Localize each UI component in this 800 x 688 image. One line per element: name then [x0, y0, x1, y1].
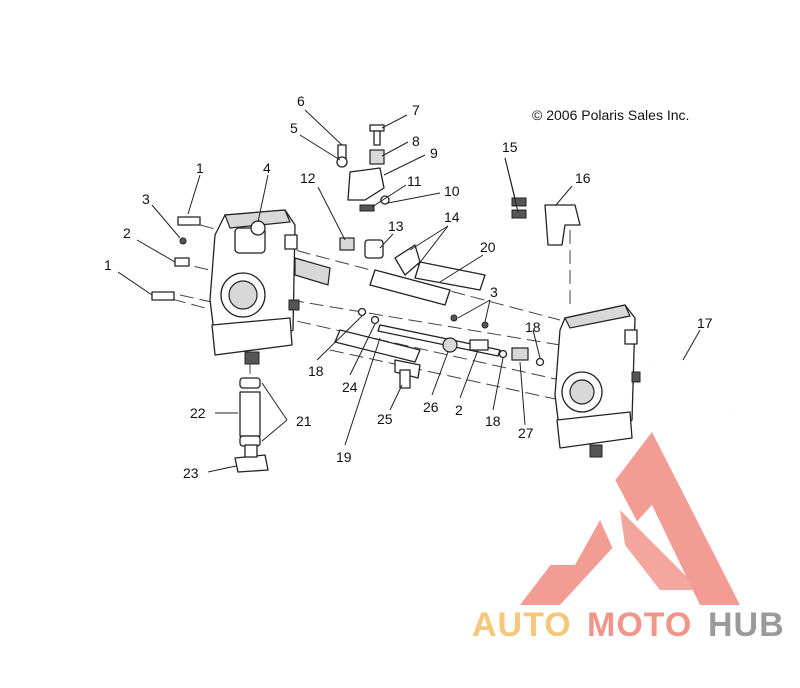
callout-14: 14 — [444, 209, 460, 225]
screw-3b — [450, 314, 458, 322]
screw-1a — [177, 216, 201, 226]
tee-23-stem — [244, 444, 258, 458]
callout-7: 7 — [412, 102, 420, 118]
callout-3: 3 — [490, 284, 498, 300]
screw-3a — [179, 237, 187, 245]
callout-1: 1 — [104, 257, 112, 273]
watermark-moto: MOTO — [587, 606, 692, 644]
clamp-21a — [239, 377, 261, 389]
callout-19: 19 — [336, 449, 352, 465]
clip-18a — [357, 307, 367, 317]
callout-8: 8 — [412, 133, 420, 149]
callout-5: 5 — [290, 120, 298, 136]
shaft-20b — [369, 269, 451, 306]
callout-21: 21 — [296, 413, 312, 429]
callout-13: 13 — [388, 218, 404, 234]
tee-25-stem — [399, 369, 411, 389]
callout-9: 9 — [430, 145, 438, 161]
callout-10: 10 — [444, 183, 460, 199]
left-carburetor — [209, 209, 331, 365]
callout-17: 17 — [697, 315, 713, 331]
clip-18b — [498, 349, 508, 359]
hose-17-inner — [653, 356, 736, 417]
screw-15a — [511, 197, 527, 207]
callout-12: 12 — [300, 170, 316, 186]
clip-18c — [535, 357, 545, 367]
callout-18: 18 — [308, 363, 324, 379]
watermark-auto: AUTO — [472, 606, 572, 644]
callout-11: 11 — [407, 173, 422, 189]
screw-1b — [151, 291, 175, 301]
watermark-logo — [520, 432, 740, 605]
leader-lines — [117, 109, 701, 473]
callout-24: 24 — [342, 379, 358, 395]
callout-18: 18 — [485, 413, 501, 429]
callout-16: 16 — [575, 170, 591, 186]
callout-18: 18 — [525, 319, 541, 335]
throttle-linkage — [336, 124, 390, 212]
callout-15: 15 — [502, 139, 518, 155]
callout-22: 22 — [190, 405, 206, 421]
spring-27 — [511, 347, 529, 361]
cam-26 — [442, 337, 458, 353]
callout-2: 2 — [455, 402, 463, 418]
copyright-text: © 2006 Polaris Sales Inc. — [532, 107, 689, 123]
hose-22 — [239, 391, 261, 437]
right-carburetor — [554, 304, 641, 458]
watermark-triangle-fold — [620, 510, 700, 590]
spring-12 — [339, 237, 355, 251]
bracket-16 — [544, 204, 581, 246]
clip-24 — [370, 315, 380, 325]
link-2 — [469, 339, 489, 351]
callout-23: 23 — [183, 465, 199, 481]
screw-3c — [481, 321, 489, 329]
clip-2a — [174, 257, 190, 267]
watermark-hub: HUB — [708, 606, 785, 644]
callout-3: 3 — [142, 191, 150, 207]
callout-1: 1 — [196, 160, 204, 176]
watermark-text: AUTO MOTO HUB — [472, 606, 785, 644]
callout-labels: 1 1 3 2 4 5 6 7 8 9 10 11 12 13 14 15 16… — [104, 93, 713, 481]
sleeve-13 — [364, 239, 384, 259]
callout-6: 6 — [297, 93, 305, 109]
callout-27: 27 — [518, 425, 534, 441]
lever-14 — [394, 244, 421, 276]
callout-2: 2 — [123, 225, 131, 241]
callout-4: 4 — [263, 160, 271, 176]
callout-25: 25 — [377, 411, 393, 427]
screw-15b — [511, 209, 527, 219]
callout-26: 26 — [423, 399, 439, 415]
callout-20: 20 — [480, 239, 496, 255]
